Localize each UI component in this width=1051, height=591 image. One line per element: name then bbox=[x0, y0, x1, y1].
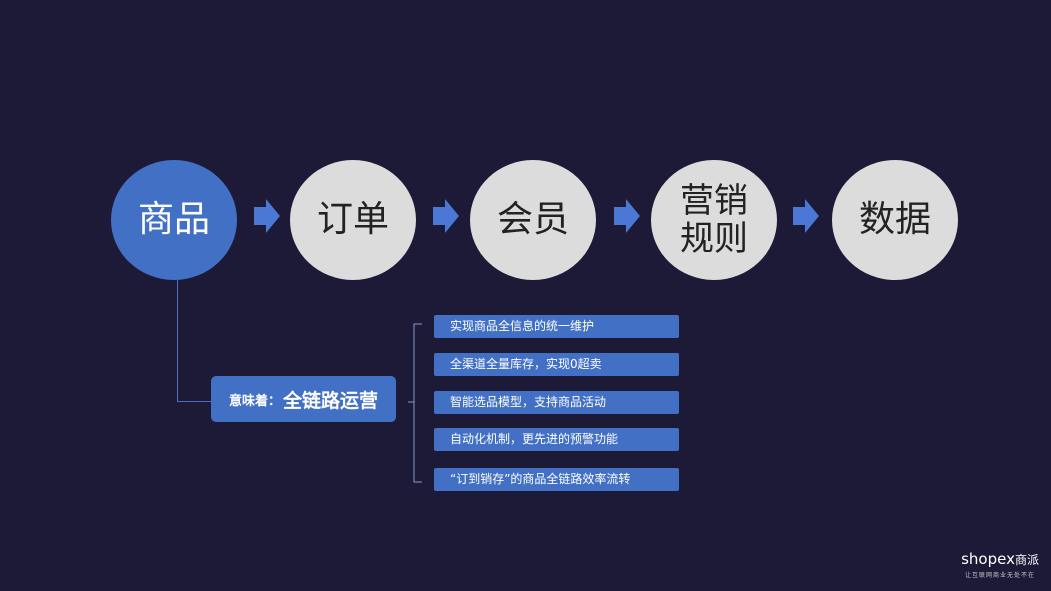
arrow-right-icon bbox=[793, 199, 819, 233]
flow-step-label: 订单 bbox=[316, 199, 389, 240]
flow-step-label: 数据 bbox=[858, 199, 931, 240]
arrow-right-icon bbox=[254, 199, 280, 233]
benefit-item: “订到销存”的商品全链路效率流转 bbox=[434, 468, 679, 491]
logo-brand-cn: 商派 bbox=[1014, 553, 1039, 567]
arrow-right-icon bbox=[433, 199, 459, 233]
flow-step-label: 商品 bbox=[137, 199, 210, 240]
flow-step-label: 会员 bbox=[496, 199, 569, 240]
flow-step-member: 会员 bbox=[470, 160, 596, 280]
flow-step-order: 订单 bbox=[290, 160, 416, 280]
benefit-item: 智能选品模型，支持商品活动 bbox=[434, 391, 679, 414]
flow-step-product: 商品 bbox=[111, 160, 237, 280]
arrow-right-icon bbox=[614, 199, 640, 233]
meaning-prefix: 意味着： bbox=[228, 393, 281, 409]
benefit-item: 自动化机制，更先进的预警功能 bbox=[434, 428, 679, 451]
connector-line-horizontal bbox=[177, 401, 211, 402]
connector-line-vertical bbox=[177, 280, 178, 402]
meaning-box: 意味着： 全链路运营 bbox=[211, 376, 396, 422]
logo-slogan: 让互联网商业无处不在 bbox=[965, 572, 1036, 579]
benefit-item: 实现商品全信息的统一维护 bbox=[434, 315, 679, 338]
flow-step-marketing-rules: 营销 规则 bbox=[651, 160, 777, 280]
shopex-logo: shopex商派 让互联网商业无处不在 bbox=[961, 551, 1039, 579]
benefit-item: 全渠道全量库存，实现0超卖 bbox=[434, 353, 679, 376]
flow-step-label: 营销 规则 bbox=[680, 181, 748, 259]
bracket bbox=[408, 323, 422, 483]
meaning-main: 全链路运营 bbox=[283, 389, 379, 412]
logo-brand: shopex bbox=[961, 550, 1015, 568]
flow-step-data: 数据 bbox=[832, 160, 958, 280]
